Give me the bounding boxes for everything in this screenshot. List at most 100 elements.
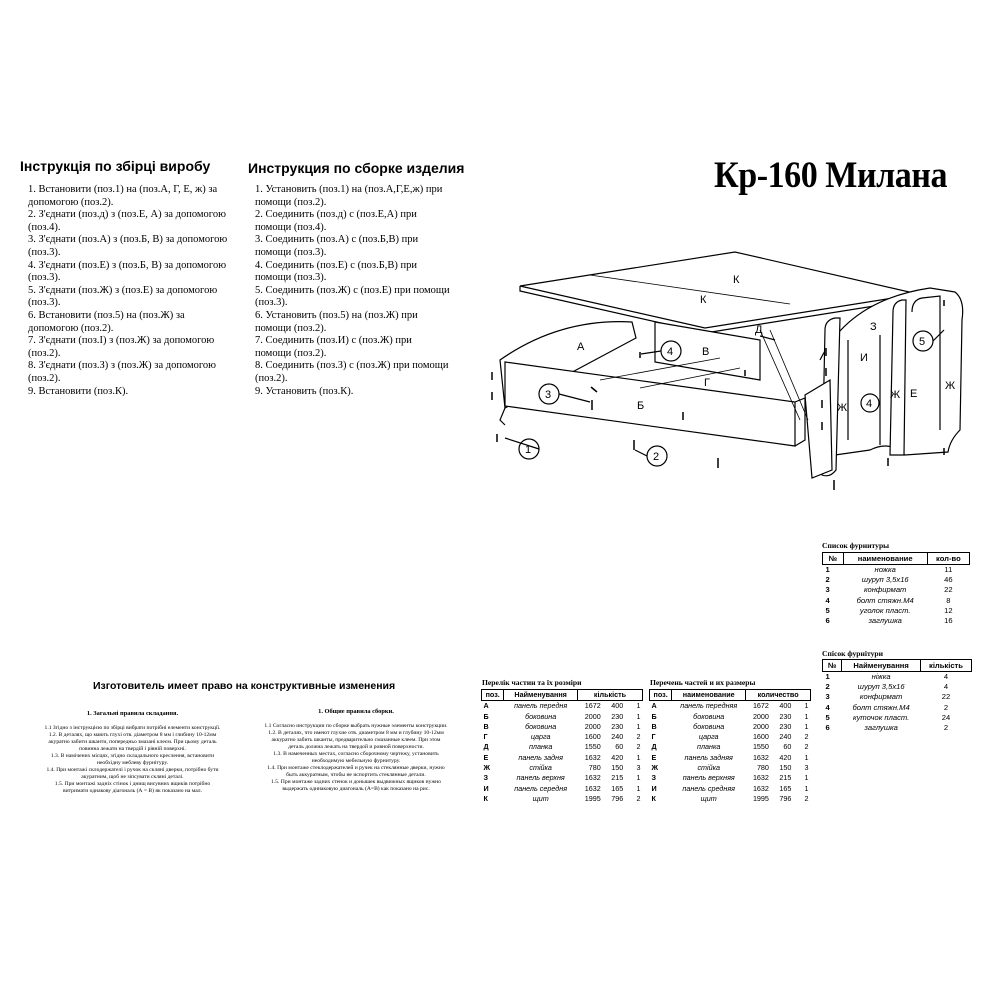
table-cell: Е — [483, 752, 489, 762]
label-callout-5: 5 — [919, 336, 925, 348]
ru-instruction-title: Инструкция по сборке изделия — [248, 160, 465, 176]
table-cell: 1 — [636, 773, 641, 783]
table-cell: 150 — [611, 763, 624, 773]
ru-general-rules: 1. Общие правила сборки. 1.1 Согласно ин… — [245, 708, 467, 793]
rule-line: 1.3. В намічених місцях, згідно складаль… — [50, 753, 215, 759]
instruction-step-line: (поз.3). — [28, 297, 61, 309]
instruction-step-line: 8. Соединить (поз.З) с (поз.Ж) при помощ… — [255, 360, 449, 372]
label-z: З — [870, 321, 877, 333]
table-cell: 1632 — [752, 783, 769, 793]
column-header: Найменування — [841, 659, 921, 672]
table-cell: 2 — [943, 702, 949, 712]
hardware-ua-caption: Спісок фурнітури — [822, 649, 884, 658]
label-e: Е — [910, 388, 917, 400]
table-cell: 240 — [779, 732, 792, 742]
instruction-step-line: 5. Соединить (поз.Ж) с (поз.Е) при помощ… — [255, 284, 450, 296]
table-cell: 165 — [779, 783, 792, 793]
column-header: № — [821, 659, 843, 672]
instruction-step-line: 2. Соединить (поз.д) с (поз.Е,А) при — [255, 209, 417, 221]
callout-circles — [504, 329, 945, 467]
table-cell: шуруп 3,5х16 — [861, 575, 909, 585]
table-cell: панель средняя — [682, 783, 736, 793]
table-cell: 796 — [779, 793, 792, 803]
instruction-step-line: (поз.4). — [28, 221, 61, 233]
table-cell: боковина — [525, 721, 557, 731]
instruction-step-line: 1. Встановити (поз.1) на (поз.А, Г, Е, ж… — [28, 184, 218, 195]
table-cell: 2 — [825, 575, 830, 585]
rule-line: повинна лежати на твердій і рівній повер… — [79, 746, 186, 752]
label-callout-1: 1 — [525, 444, 531, 456]
table-cell: 2000 — [584, 711, 601, 721]
table-cell: 230 — [779, 711, 792, 721]
table-cell: конфирмат — [859, 692, 903, 702]
table-cell: 2 — [825, 682, 830, 692]
parts-ru-caption: Перечень частей и их размеры — [650, 678, 756, 687]
table-cell: А — [483, 701, 489, 711]
table-cell: болт стяжн.М4 — [852, 702, 910, 712]
table-cell: ножка — [874, 565, 896, 574]
column-header: кол-во — [926, 552, 971, 565]
table-cell: щит — [532, 793, 549, 803]
table-cell: 2 — [636, 742, 641, 752]
table-cell: 215 — [611, 773, 624, 783]
table-cell: 60 — [615, 742, 624, 752]
label-b: Б — [637, 400, 644, 412]
label-callout-4b: 4 — [866, 398, 872, 410]
table-cell: 1 — [804, 701, 809, 711]
table-cell: 46 — [944, 575, 953, 585]
table-cell: 8 — [946, 595, 951, 605]
table-cell: 1600 — [752, 732, 769, 742]
table-cell: 5 — [825, 712, 830, 722]
manufacturer-notice: Изготовитель имеет право на конструктивн… — [93, 680, 396, 692]
table-cell: 3 — [825, 692, 830, 702]
table-cell: 1632 — [584, 783, 601, 793]
table-cell: 400 — [779, 701, 792, 711]
label-v: В — [702, 346, 709, 358]
table-cell: панель передня — [514, 701, 568, 711]
instruction-step-line: 4. З'єднати (поз.Е) з (поз.Б, В) за допо… — [28, 259, 227, 271]
label-g: Г — [704, 377, 710, 389]
label-i: И — [860, 352, 868, 364]
table-cell: панель задня — [518, 752, 563, 762]
table-cell: 1672 — [584, 701, 601, 711]
table-cell: конфирмат — [863, 585, 907, 595]
instruction-step-line: (поз.2). — [255, 372, 288, 384]
table-cell: К — [651, 793, 656, 803]
table-cell: 780 — [756, 763, 769, 773]
table-cell: 1 — [804, 721, 809, 731]
table-cell: 1995 — [584, 793, 601, 803]
table-cell: З — [651, 773, 657, 783]
table-cell: 230 — [611, 711, 624, 721]
table-cell: 1600 — [584, 732, 601, 742]
instruction-step-line: 3. З'єднати (поз.А) з (поз.Б, В) за допо… — [28, 234, 228, 246]
column-header: кількість — [919, 659, 973, 672]
table-cell: 215 — [779, 773, 792, 783]
table-cell: И — [483, 783, 489, 793]
rule-line: выдержать одинаковую диагональ (А=В) как… — [282, 786, 430, 792]
table-cell: шуруп 3,5х16 — [857, 682, 905, 692]
table-cell: ніжка — [871, 672, 891, 681]
table-cell: В — [483, 721, 489, 731]
ru-rules-title: 1. Общие правила сборки. — [318, 708, 394, 715]
table-cell: панель верхня — [516, 773, 565, 783]
rule-line: 1.1 Згідно з інструкцією по збірці вибра… — [44, 725, 221, 731]
table-cell: 3 — [804, 763, 809, 773]
table-cell: 1632 — [584, 773, 601, 783]
rule-line: 1.1 Согласно инструкции по сборке выбрат… — [264, 723, 448, 729]
table-cell: куточок пласт. — [853, 712, 910, 722]
headboard — [819, 287, 964, 477]
instruction-step-line: 1. Установить (поз.1) на (поз.А,Г,Е,ж) п… — [255, 184, 443, 195]
label-zh-right: Ж — [945, 380, 955, 392]
